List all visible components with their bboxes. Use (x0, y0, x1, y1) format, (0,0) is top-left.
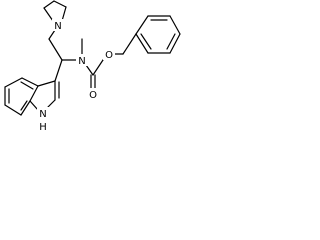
ester-oxygen-label: O (105, 50, 113, 61)
carbonyl-oxygen-label: O (89, 90, 97, 101)
carbamate-nitrogen-label: N (78, 56, 85, 67)
carbamate-nitrogen-bonds (61, 38, 94, 76)
chemical-structure: N N O O N H (4, 0, 181, 133)
ch-indole-bond (54, 59, 63, 82)
benzyl-group (122, 15, 181, 55)
indole-pyrrole-ring (29, 80, 60, 111)
pyrrolidine-nitrogen-label: N (54, 21, 61, 32)
indole-hydrogen-label: H (39, 122, 47, 133)
pyrrolidine-ring (43, 0, 67, 22)
indole-nitrogen-label: N (39, 109, 46, 120)
indole-benzene-ring (4, 77, 39, 116)
